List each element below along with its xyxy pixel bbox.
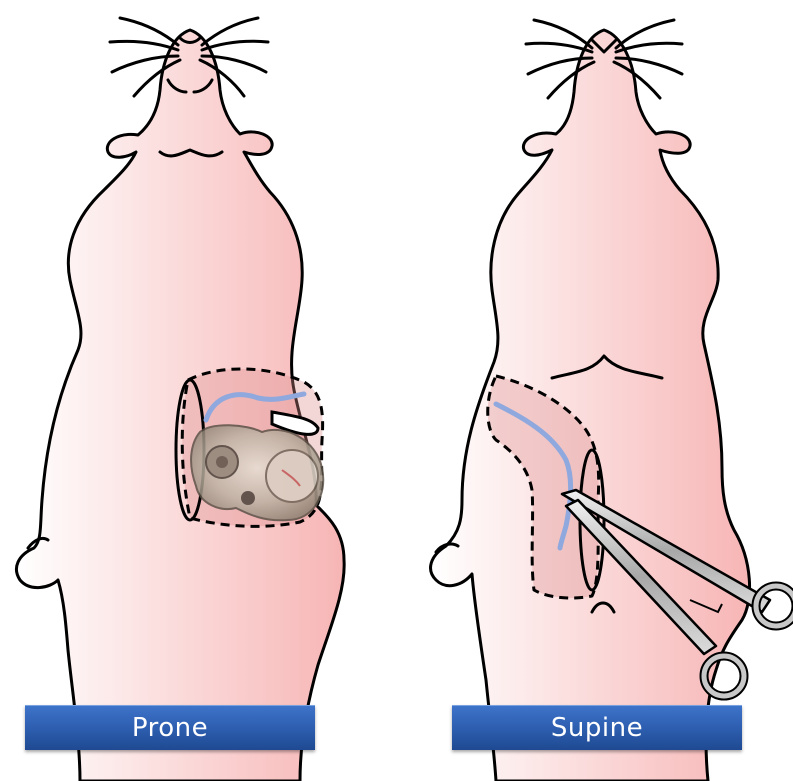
rat-supine-figure: [431, 20, 793, 781]
implant-device-icon: [191, 425, 323, 520]
label-supine: Supine: [452, 705, 742, 750]
rat-prone-figure: [16, 18, 344, 781]
label-prone: Prone: [25, 705, 315, 750]
